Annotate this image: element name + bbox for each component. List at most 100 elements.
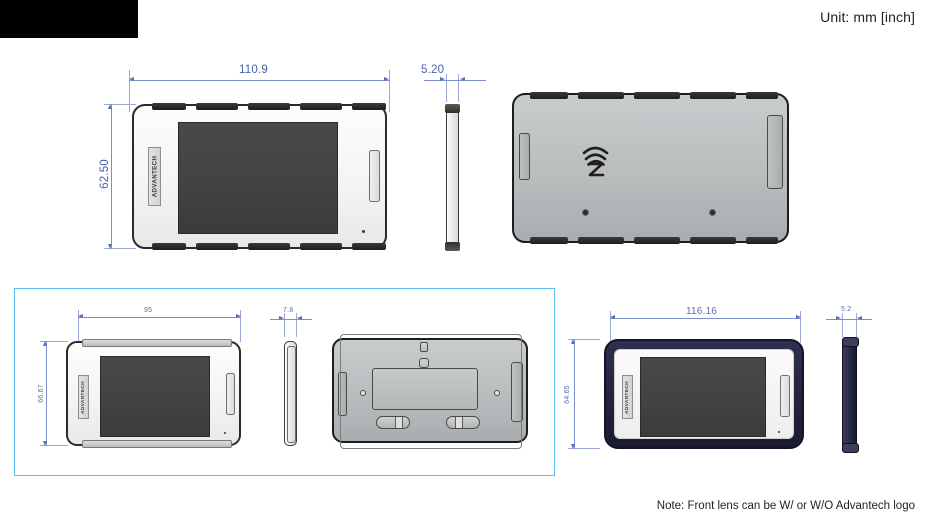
top-edge-ridge <box>634 92 680 99</box>
arrow-left <box>129 77 134 82</box>
variant-group-panel <box>14 288 555 476</box>
top-edge-ridge <box>82 339 232 347</box>
screw-hole <box>582 209 589 216</box>
bracket-top-tab <box>419 358 429 368</box>
arrow-right <box>836 316 841 321</box>
bottom-cap <box>445 242 460 251</box>
device-body: ADVANTECH <box>66 339 241 448</box>
dimension-line <box>424 80 486 81</box>
dimension-line <box>46 341 47 446</box>
bottom-edge-ridge <box>352 243 386 250</box>
side-view: 5.20 <box>418 58 492 263</box>
height-dimension-label: 62.50 <box>98 159 111 189</box>
arrow-left <box>460 77 465 82</box>
arrow-right <box>440 77 445 82</box>
brand-logo-text: ADVANTECH <box>81 380 87 414</box>
variant-back-bracket-view <box>322 330 537 460</box>
dimension-line <box>129 80 390 81</box>
device-back-body <box>512 92 789 244</box>
footer-note: Note: Front lens can be W/ or W/O Advant… <box>656 500 915 512</box>
arrow-up <box>108 104 113 109</box>
right-side-slot <box>780 375 790 417</box>
top-edge-ridge <box>196 103 238 110</box>
width-dimension-label: 95 <box>144 307 153 314</box>
bottom-edge-ridge <box>196 243 238 250</box>
arrow-up <box>43 341 48 346</box>
sensor-dot <box>362 230 365 233</box>
extension-line <box>800 311 801 343</box>
back-view <box>512 88 797 253</box>
sensor-dot <box>224 432 226 434</box>
bracket-top-tab <box>420 342 428 352</box>
arrow-up <box>571 339 576 344</box>
bumper-side-view: 5.2 <box>824 303 876 463</box>
extension-line <box>78 310 79 342</box>
nfc-wireless-icon <box>576 137 616 179</box>
extension-line <box>568 339 600 340</box>
top-edge-ridge <box>300 103 342 110</box>
dimension-line <box>610 318 801 319</box>
right-side-slot <box>369 150 380 202</box>
extension-line <box>129 70 130 112</box>
dimension-line <box>270 319 312 320</box>
brand-logo-text: ADVANTECH <box>151 155 159 198</box>
bracket-slot <box>376 416 410 429</box>
brand-logo-plate: ADVANTECH <box>78 375 89 419</box>
arrow-left <box>297 316 302 321</box>
thickness-dimension-label: 5.20 <box>421 64 445 76</box>
bumper-front-view: 116.16 64.65 ADVANTECH <box>564 303 818 463</box>
thickness-dimension-label: 5.2 <box>841 306 852 313</box>
left-side-slot <box>338 372 347 416</box>
bracket-back-plate-edge <box>340 334 522 449</box>
right-side-slot <box>226 373 235 415</box>
device-side-profile <box>446 107 459 247</box>
top-edge-ridge <box>578 92 624 99</box>
sensor-dot <box>778 431 780 433</box>
variant-front-view: 95 66.67 ADVANTECH <box>36 300 246 460</box>
right-side-slot <box>767 115 783 189</box>
arrow-right <box>384 77 389 82</box>
bottom-edge-ridge <box>300 243 342 250</box>
screw-hole <box>494 390 500 396</box>
bottom-edge-ridge <box>82 440 232 448</box>
extension-line <box>240 310 241 342</box>
extension-line <box>458 74 459 102</box>
bottom-edge-ridge <box>634 237 680 244</box>
slot-bar <box>395 417 403 428</box>
extension-line <box>389 70 390 112</box>
top-edge-ridge <box>152 103 186 110</box>
extension-line <box>296 313 297 337</box>
dimension-line <box>111 104 112 249</box>
top-cap <box>842 337 859 347</box>
top-edge-ridge <box>248 103 290 110</box>
top-edge-ridge <box>746 92 778 99</box>
arrow-left <box>610 315 615 320</box>
bracket-slot <box>446 416 480 429</box>
bumper-body: ADVANTECH <box>604 339 804 449</box>
brand-logo-plate: ADVANTECH <box>148 147 161 206</box>
arrow-left <box>78 314 83 319</box>
brand-logo-plate: ADVANTECH <box>622 375 633 419</box>
bumper-side-profile <box>842 339 857 449</box>
arrow-right <box>796 315 801 320</box>
brand-logo-text: ADVANTECH <box>625 380 631 414</box>
extension-line <box>40 445 68 446</box>
top-edge-ridge <box>530 92 568 99</box>
left-side-slot <box>519 133 530 180</box>
height-dimension-label: 66.67 <box>37 384 45 403</box>
device-back-body <box>332 338 528 443</box>
front-view: 110.9 62.50 ADVANTECH <box>96 58 406 263</box>
extension-line <box>284 313 285 337</box>
arrow-down <box>108 244 113 249</box>
width-dimension-label: 116.16 <box>686 306 718 317</box>
logo-block <box>0 0 138 38</box>
width-dimension-label: 110.9 <box>239 64 268 76</box>
dimension-line <box>574 339 575 449</box>
extension-line <box>446 74 447 102</box>
extension-line <box>40 341 68 342</box>
arrow-left <box>857 316 862 321</box>
unit-label: Unit: mm [inch] <box>820 9 915 25</box>
height-dimension-label: 64.65 <box>563 385 571 404</box>
slot-bar <box>455 417 463 428</box>
extension-line <box>104 104 136 105</box>
